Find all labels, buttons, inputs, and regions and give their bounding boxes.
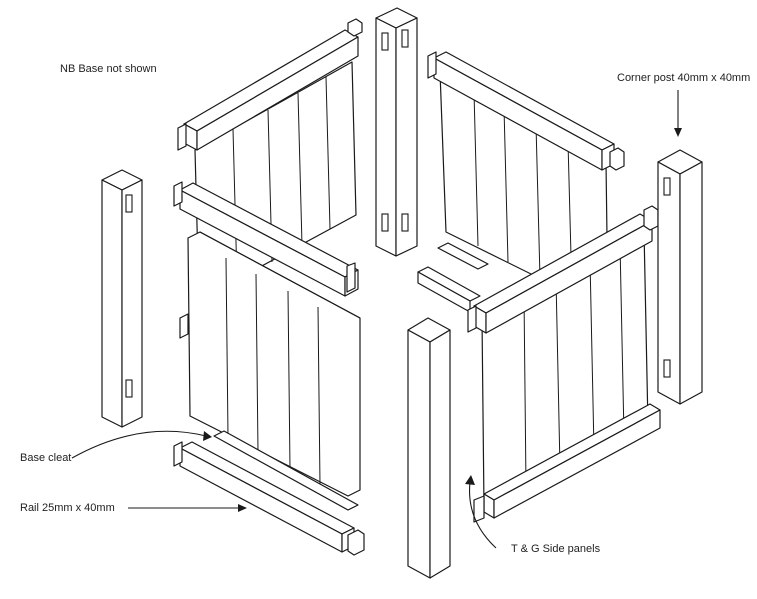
back-right-panel bbox=[417, 51, 625, 313]
front-left-panel bbox=[173, 181, 361, 497]
back-corner-post bbox=[375, 7, 418, 257]
corner-post-arrow bbox=[674, 90, 682, 137]
corner-post-label: Corner post 40mm x 40mm bbox=[617, 72, 751, 84]
front-right-panel bbox=[467, 205, 661, 523]
base-cleat-arrow bbox=[71, 430, 212, 459]
nb-base-note: NB Base not shown bbox=[60, 63, 157, 75]
front-left-base-rail bbox=[173, 430, 365, 556]
back-left-panel bbox=[177, 18, 363, 301]
front-corner-post bbox=[407, 317, 451, 579]
left-corner-post bbox=[101, 169, 143, 428]
rail-arrow bbox=[128, 504, 247, 512]
rail-label: Rail 25mm x 40mm bbox=[20, 502, 115, 514]
side-panels-arrow bbox=[465, 475, 497, 549]
right-corner-post bbox=[657, 149, 703, 405]
base-cleat-label: Base cleat bbox=[20, 452, 72, 464]
side-panels-label: T & G Side panels bbox=[511, 543, 601, 555]
